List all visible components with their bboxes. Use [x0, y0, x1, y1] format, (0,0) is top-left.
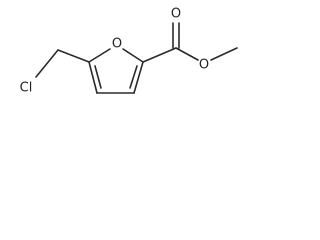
- furan-ring: [88, 48, 144, 94]
- bond-c4-c5: [88, 61, 98, 94]
- bond-ch2-cl: [35, 49, 59, 78]
- bond-c2-carbonyl: [142, 47, 177, 63]
- bond-o1-c2: [122, 48, 144, 63]
- chloromethyl-group: [35, 49, 90, 78]
- chlorine-label: Cl: [20, 81, 33, 96]
- chemical-structure: O O O Cl: [20, 7, 238, 96]
- bond-c5-ch2: [57, 49, 90, 63]
- bond-c4-c5-inner: [94, 65, 102, 89]
- bond-c2-c3-inner: [129, 65, 138, 89]
- ester-oxygen-label: O: [199, 58, 209, 73]
- ring-oxygen-label: O: [112, 37, 122, 52]
- bond-carbonyl-oester: [175, 47, 199, 61]
- carbonyl-oxygen-label: O: [171, 7, 181, 22]
- bond-c2-c3: [133, 61, 144, 94]
- bond-c5-o1: [88, 48, 111, 63]
- methyl-ester-group: [142, 22, 238, 63]
- bond-oester-methyl: [210, 47, 238, 61]
